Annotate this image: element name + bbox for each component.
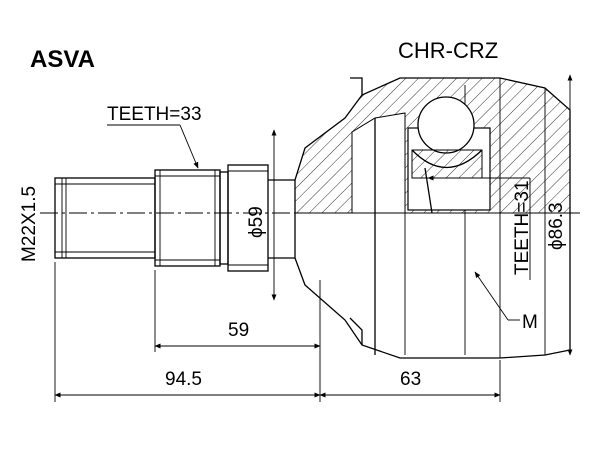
outer-diameter-label: ϕ86.3: [546, 202, 567, 250]
mark-callout: M: [474, 271, 538, 333]
thread-label: M22X1.5: [19, 186, 40, 262]
length-94-5-label: 94.5: [165, 369, 202, 390]
brand-label: ASVA: [30, 46, 95, 73]
length-94-5-dimension: 94.5: [54, 262, 321, 402]
length-63-dimension: 63: [319, 360, 501, 402]
inner-teeth-callout: TEETH=31: [427, 175, 533, 280]
length-59-label: 59: [228, 320, 249, 341]
part-number-label: CHR-CRZ: [398, 38, 498, 63]
outer-diameter-dimension: ϕ86.3: [546, 74, 573, 356]
spline-section: [154, 164, 269, 272]
inner-teeth-label: TEETH=31: [512, 180, 533, 275]
outer-teeth-callout: TEETH=33: [107, 104, 202, 169]
threaded-stub: [54, 177, 156, 259]
length-59-dimension: 59: [154, 270, 321, 352]
shaft-diameter-label: ϕ59: [246, 206, 267, 238]
shaft-diameter-dimension: ϕ59: [246, 129, 277, 301]
outer-teeth-label: TEETH=33: [107, 104, 202, 125]
shaft-neck: [268, 179, 295, 259]
inner-race: [407, 96, 491, 214]
length-63-label: 63: [400, 369, 421, 390]
mark-label: M: [522, 312, 538, 333]
